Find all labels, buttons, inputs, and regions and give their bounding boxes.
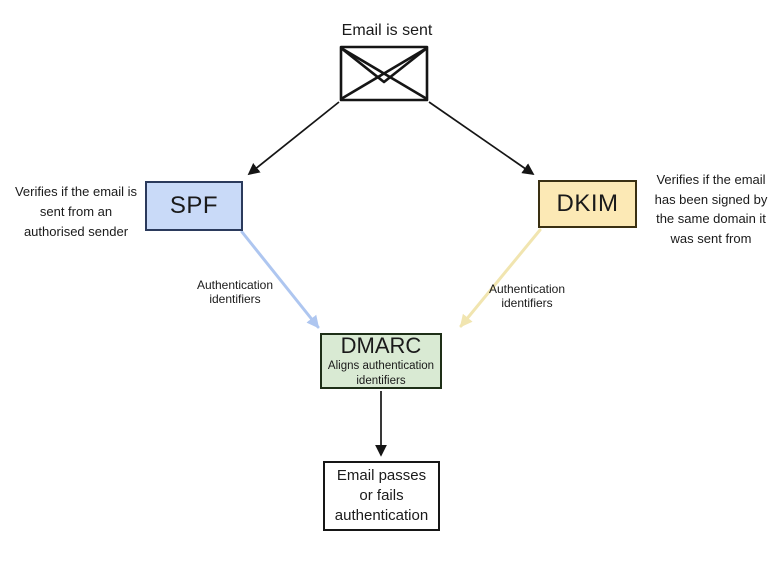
dmarc-sublabel: Aligns authentication identifiers bbox=[327, 360, 435, 387]
outcome-node: Email passes or fails authentication bbox=[323, 461, 440, 531]
spf-description: Verifies if the email is sent from an au… bbox=[14, 184, 138, 240]
dkim-node: DKIM bbox=[538, 180, 637, 228]
dmarc-label: DMARC bbox=[340, 333, 422, 359]
envelope-icon bbox=[339, 45, 429, 102]
arrow-email-to-dkim bbox=[428, 101, 535, 176]
arrow-spf-to-dmarc bbox=[240, 230, 320, 329]
diagram-title: Email is sent bbox=[341, 22, 433, 39]
dmarc-node: DMARC Aligns authentication identifiers bbox=[320, 333, 442, 389]
arrow-dkim-to-dmarc bbox=[459, 228, 542, 328]
dkim-label: DKIM bbox=[556, 190, 619, 217]
outcome-label: Email passes or fails authentication bbox=[334, 466, 429, 525]
arrow-email-to-spf bbox=[247, 101, 340, 176]
edge-label-dkim-dmarc: Authentication identifiers bbox=[488, 282, 566, 311]
spf-node: SPF bbox=[145, 181, 243, 231]
spf-label: SPF bbox=[169, 192, 219, 219]
dkim-description: Verifies if the email has been signed by… bbox=[654, 172, 768, 246]
edge-label-spf-dmarc: Authentication identifiers bbox=[196, 278, 274, 307]
